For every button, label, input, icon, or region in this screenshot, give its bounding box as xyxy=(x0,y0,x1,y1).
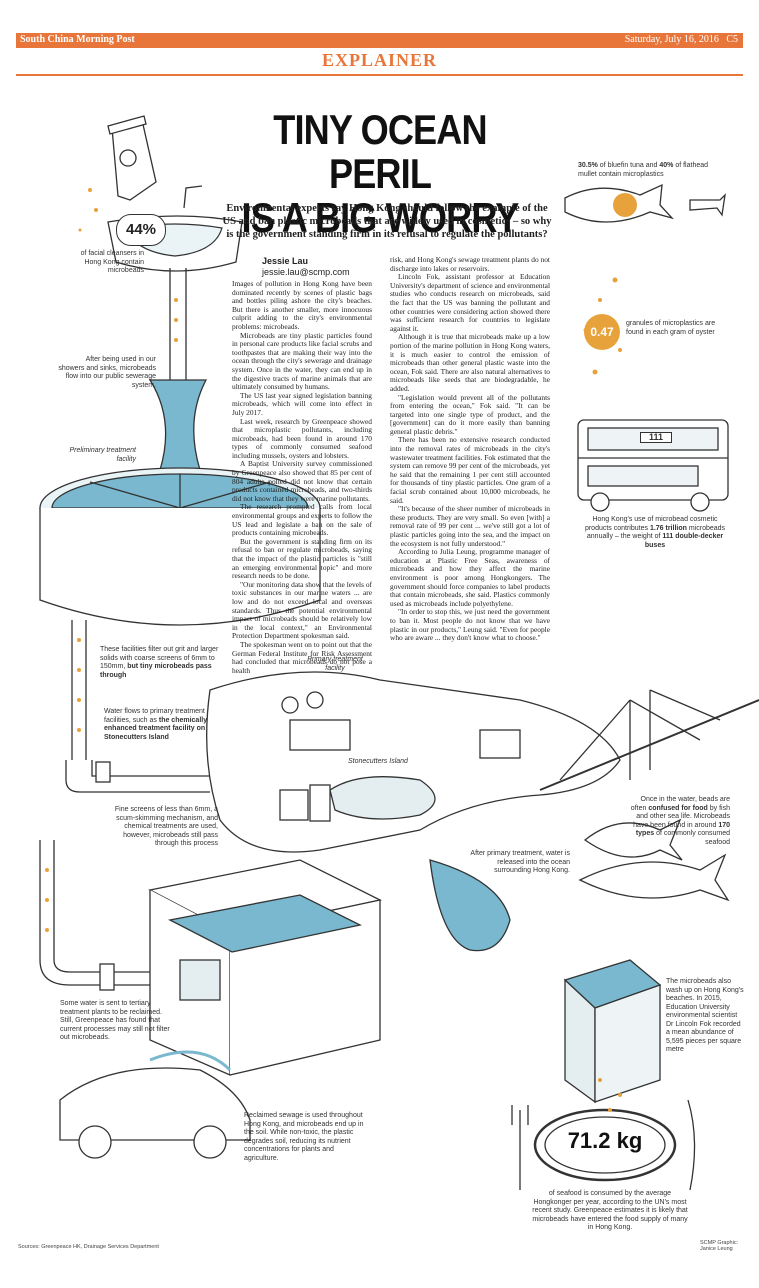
showers-caption: After being used in our showers and sink… xyxy=(58,356,156,389)
grit-caption: These facilities filter out grit and lar… xyxy=(100,646,219,679)
preliminary-tank-wall xyxy=(39,508,321,626)
standfirst: Environmental experts say Hong Kong shou… xyxy=(222,203,552,240)
fork xyxy=(511,1105,529,1190)
sources: Sources: Greenpeace HK, Drainage Service… xyxy=(18,1244,159,1250)
released-caption: After primary treatment, water is releas… xyxy=(470,850,570,874)
fish-caption: 30.5% of bluefin tuna and 40% of flathea… xyxy=(578,162,709,178)
car xyxy=(59,1067,251,1141)
article-column-1: Images of pollution in Hong Kong have be… xyxy=(232,279,372,675)
cleanser-percentage: 44% xyxy=(116,214,166,246)
byline: Jessie Lau jessie.lau@scmp.com xyxy=(262,256,350,277)
cleanser-caption: of facial cleansers in Hong Kong contain… xyxy=(80,250,144,274)
primary-facility-label: Primary treatment facility xyxy=(307,656,363,672)
paper-name: South China Morning Post xyxy=(20,34,135,45)
headline: TINY OCEAN PERIL IS A BIG WORRY xyxy=(241,106,520,241)
bus-number: 111 xyxy=(640,432,672,443)
reclaimed-caption: Reclaimed sewage is used throughout Hong… xyxy=(244,1112,364,1162)
bus-caption: Hong Kong's use of microbead cosmetic pr… xyxy=(584,516,726,549)
oyster-caption: granules of microplastics are found in e… xyxy=(626,320,716,336)
flows-caption: Water flows to primary treatment facilit… xyxy=(104,708,208,741)
knife xyxy=(687,1099,696,1191)
preliminary-label: Preliminary treatment facility xyxy=(69,447,136,463)
fine-screens-caption: Fine screens of less than 6mm, a scum-sk… xyxy=(114,806,218,847)
masthead-bar: South China Morning Post Saturday, July … xyxy=(16,33,743,48)
water-caption: Once in the water, beads are often confu… xyxy=(630,796,730,846)
page-date: Saturday, July 16, 2016 C5 xyxy=(624,34,738,45)
water-drop xyxy=(429,859,511,952)
seafood-value: 71.2 kg xyxy=(567,1128,643,1153)
plate xyxy=(533,1108,677,1182)
seafood-caption: of seafood is consumed by the average Ho… xyxy=(532,1190,688,1231)
section-title: EXPLAINER xyxy=(321,50,437,70)
graphic-credit: SCMP Graphic:Janice Leung xyxy=(700,1240,739,1252)
fish-1 xyxy=(583,818,683,861)
fish-2 xyxy=(578,853,730,902)
oyster-value: 0.47 xyxy=(584,314,620,350)
section-rule xyxy=(16,74,743,76)
stonecutters-label: Stonecutters Island xyxy=(348,758,408,765)
article-column-2: risk, and Hong Kong's sewage treatment p… xyxy=(390,255,550,643)
tertiary-caption: Some water is sent to tertiary treatment… xyxy=(60,1000,170,1041)
beach-caption: The microbeads also wash up on Hong Kong… xyxy=(666,978,744,1053)
